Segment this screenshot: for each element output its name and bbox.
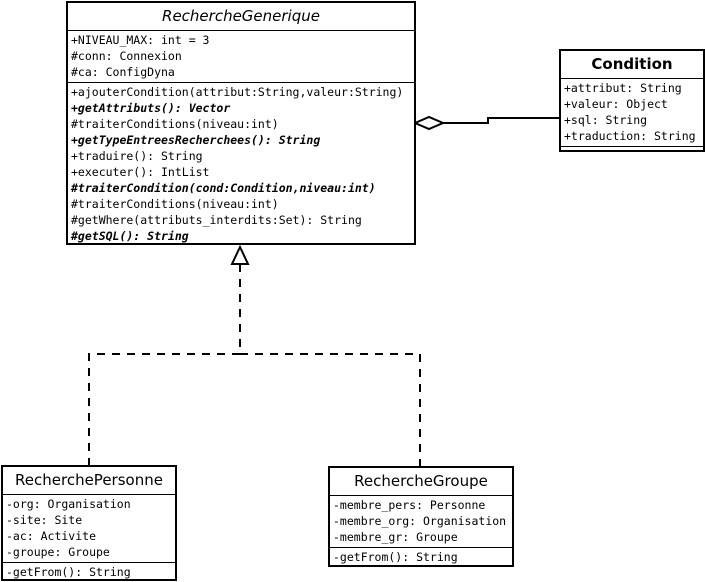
operation: +getAttributs(): Vector [71,101,231,115]
operations-section: +ajouterCondition(attribut:String,valeur… [68,83,414,246]
attribute: +attribut: String [564,81,682,95]
operation: +traduire(): String [71,149,203,163]
operation: +ajouterCondition(attribut:String,valeur… [71,85,404,99]
operation: #getSQL(): String [71,229,189,243]
operation: -getFrom(): String [333,550,458,564]
attribute: -org: Organisation [6,497,131,511]
operation: +executer(): IntList [71,165,210,179]
class-recherche-generique[interactable]: RechercheGenerique +NIVEAU_MAX: int = 3 #… [66,1,416,245]
operation: #traiterConditions(niveau:int) [71,117,279,131]
attribute: -membre_org: Organisation [333,514,507,528]
class-recherche-personne[interactable]: RecherchePersonne -org: Organisation -sit… [1,465,177,581]
generalization-line [88,264,241,466]
operation: +getTypeEntreesRecherchees(): String [71,133,321,147]
aggregation-line [443,117,560,124]
operation: #traiterConditions(niveau:int) [71,197,279,211]
aggregation-diamond [412,115,446,131]
operation: -getFrom(): String [6,565,131,579]
attribute: -site: Site [6,513,83,527]
attribute: +NIVEAU_MAX: int = 3 [71,33,210,47]
attributes-section: -membre_pers: Personne -membre_org: Organ… [330,496,512,548]
attribute: #conn: Connexion [71,49,182,63]
class-condition[interactable]: Condition +attribut: String +valeur: Obje… [559,49,705,152]
attribute: +traduction: String [564,129,696,143]
operations-section: -getFrom(): String [330,548,512,567]
operations-section: -getFrom(): String [3,563,175,582]
class-name: RechercheGenerique [68,3,414,31]
attribute: -ac: Activite [6,529,97,543]
class-name: RecherchePersonne [3,467,175,495]
attribute: #ca: ConfigDyna [71,65,175,79]
class-name: RechercheGroupe [330,468,512,496]
attributes-section: -org: Organisation -site: Site -ac: Activi… [3,495,175,563]
attribute: +sql: String [564,113,648,127]
attribute: -membre_gr: Groupe [333,530,458,544]
operation: #traiterCondition(cond:Condition,niveau:… [71,181,376,195]
attribute: -membre_pers: Personne [333,498,486,512]
attributes-section: +NIVEAU_MAX: int = 3 #conn: Connexion #ca:… [68,31,414,83]
generalization-line [240,353,421,467]
attributes-section: +attribut: String +valeur: Object +sql: St… [561,79,703,147]
class-name: Condition [561,51,703,79]
attribute: +valeur: Object [564,97,668,111]
operations-section [561,147,703,154]
operation: #getWhere(attributs_interdits:Set): Stri… [71,213,362,227]
class-recherche-groupe[interactable]: RechercheGroupe -membre_pers: Personne-m… [328,466,514,567]
generalization-arrowhead [230,244,250,265]
attribute: -groupe: Groupe [6,545,110,559]
